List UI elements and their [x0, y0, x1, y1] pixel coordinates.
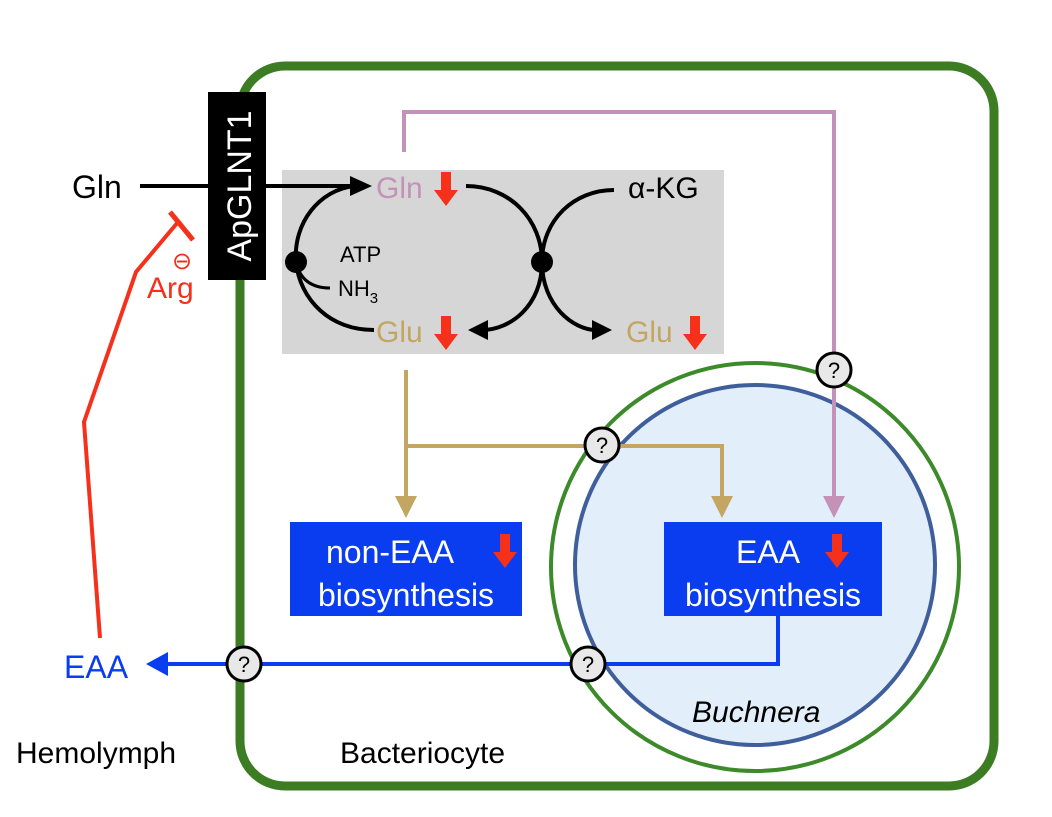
glu-to-noneaa-arrowhead [395, 496, 417, 518]
gln-label: Gln [376, 172, 423, 205]
hemolymph-label: Hemolymph [16, 737, 176, 770]
eaa-export-line [166, 616, 780, 666]
nh3-label: NH3 [338, 276, 378, 307]
buchnera-label: Buchnera [692, 696, 820, 729]
gogat-reaction-node [531, 251, 553, 273]
unknown-transporter-icon: ? [815, 351, 853, 389]
non-eaa-biosynthesis-box [290, 522, 522, 616]
atp-nh3-curve [294, 261, 331, 290]
bacteriocyte-label: Bacteriocyte [340, 737, 505, 770]
glu-right-label: Glu [626, 316, 673, 349]
glu-right-decrease-arrow-icon [683, 316, 707, 350]
eaa-label-line1: EAA [736, 534, 801, 570]
non-eaa-label-line2: biosynthesis [318, 577, 494, 613]
glu-left-label: Glu [376, 316, 423, 349]
non-eaa-decrease-arrow-icon [493, 534, 517, 568]
glu-to-eaa-arrowhead [711, 496, 733, 518]
svg-text:?: ? [582, 652, 594, 677]
svg-text:?: ? [596, 433, 608, 458]
eaa-hemolymph-label: EAA [64, 649, 129, 685]
gln-to-buchnera-arrowhead [823, 496, 845, 518]
gln-hemolymph-label: Gln [72, 169, 122, 205]
glu-distribution-line [404, 370, 724, 500]
eaa-biosynthesis-box [664, 522, 882, 616]
atp-label: ATP [340, 242, 381, 267]
gogat-arrowhead-left [468, 320, 488, 340]
inhibition-icon: ⊖ [172, 248, 192, 275]
unknown-transporter-icon: ? [569, 645, 607, 683]
gln-decrease-arrow-icon [434, 172, 458, 206]
arg-label: Arg [147, 272, 194, 305]
arg-feedback-line [81, 220, 180, 639]
svg-text:?: ? [238, 652, 250, 677]
eaa-label-line2: biosynthesis [685, 577, 861, 613]
unknown-transporter-icon: ? [583, 426, 621, 464]
inhibition-bar [168, 210, 195, 242]
eaa-export-arrowhead [146, 652, 168, 676]
akg-label: α-KG [628, 172, 699, 205]
unknown-transporter-icon: ? [225, 645, 263, 683]
glu-left-decrease-arrow-icon [434, 316, 458, 350]
non-eaa-label-line1: non-EAA [326, 534, 455, 570]
gln-to-buchnera-line [402, 110, 836, 498]
svg-text:?: ? [828, 358, 840, 383]
gs-gogat-box [282, 170, 724, 354]
eaa-decrease-arrow-icon [825, 534, 849, 568]
transporter-label: ApGLNT1 [221, 110, 259, 261]
gln-uptake-arrowhead [350, 176, 372, 196]
apglnt1-transporter [208, 92, 266, 280]
gogat-arrowhead-right [592, 320, 612, 340]
